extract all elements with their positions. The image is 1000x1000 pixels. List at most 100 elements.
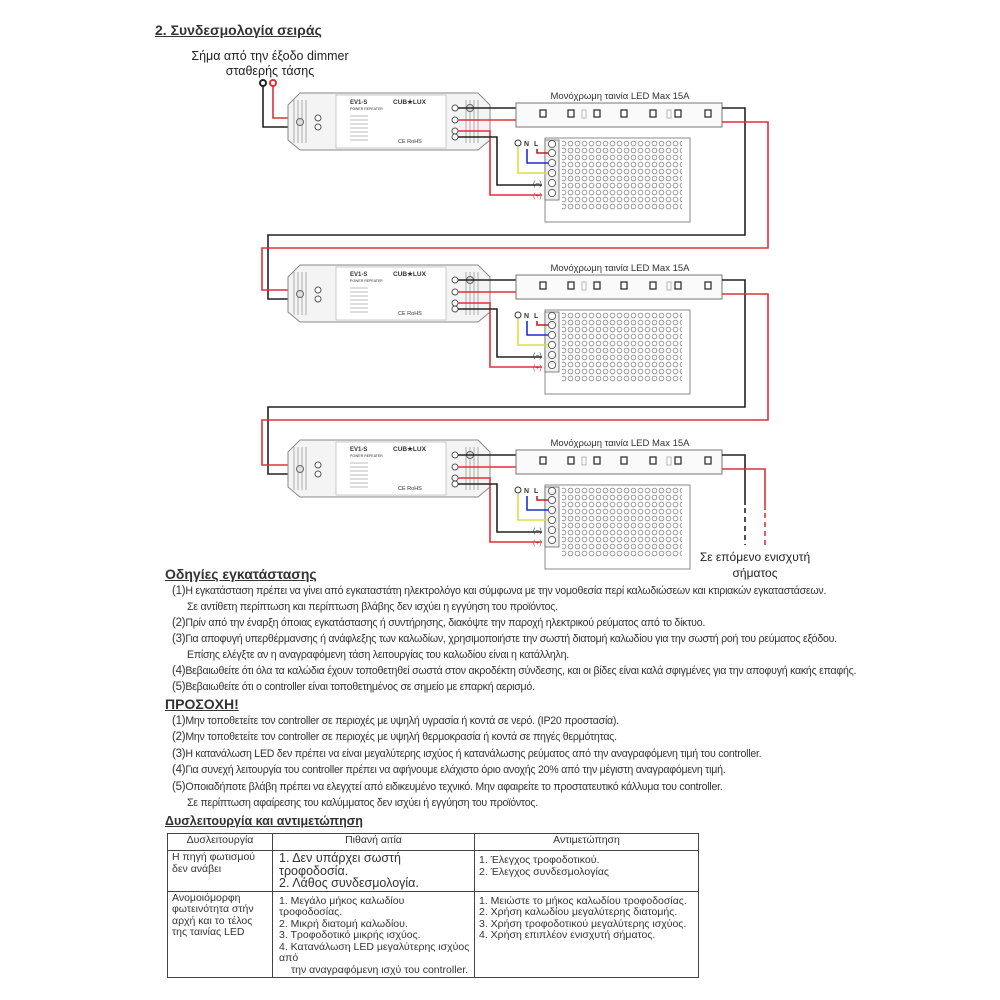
psu-terminal-screw — [547, 535, 557, 545]
device-label-panel — [335, 94, 447, 149]
remedy-item: 2. Έλεγχος συνδεσμολογίας — [479, 865, 609, 878]
strip-label: Μονόχρωμη ταινία LED Max 15A — [550, 263, 690, 274]
install-item-2: (2)Πρίν από την έναρξη όποιας εγκατάστασ… — [172, 617, 706, 629]
device-type: POWER REPEATER — [350, 454, 383, 458]
psu-terminal-screw — [547, 495, 557, 505]
caution-heading: ΠΡΟΣΟΧΗ! — [165, 696, 239, 712]
caution-item-2: (2)Μην τοποθετείτε τον controller σε περ… — [172, 731, 617, 744]
psu-terminal-screw — [547, 525, 557, 535]
psu-terminal-screw — [547, 178, 557, 188]
input-terminal — [314, 461, 322, 469]
led-chip — [674, 109, 682, 118]
mains-wire-live — [536, 496, 548, 501]
led-chip — [704, 456, 712, 465]
next-wire-black — [722, 454, 746, 505]
cert-marks: CE RoHS — [398, 486, 422, 492]
screw-icon — [296, 118, 304, 126]
led-chip — [649, 456, 657, 465]
psu-terminal-screw — [547, 515, 557, 525]
install-heading: Οδηγίες εγκατάστασης — [165, 566, 317, 582]
install-item-3-cont: Επίσης ελέγξτε αν η αναγραφόμενη τάση λε… — [187, 649, 569, 661]
psu-terminal-screw — [547, 168, 557, 178]
install-item-3: (3)Για αποφυγή υπερθέρμανσης ή ανάφλεξης… — [172, 633, 837, 645]
mains-wire-earth — [517, 319, 548, 346]
earth-icon — [514, 311, 522, 319]
led-chip — [539, 456, 547, 465]
problem-cell: Ανομοιόμορφη φωτεινότητα στήν αρχή και τ… — [167, 890, 273, 978]
next-amplifier-label-line2: σήματος — [733, 566, 778, 580]
install-item-4: (4)Βεβαιωθείτε ότι όλα τα καλώδια έχουν … — [172, 665, 857, 677]
output-terminal — [451, 451, 459, 459]
led-strip — [515, 102, 723, 128]
led-chip — [674, 456, 682, 465]
remedy-cell: 1. Μειώστε το μήκος καλωδίου τροφοδοσίας… — [474, 890, 699, 978]
install-list: (1)Η εγκατάσταση πρέπει να γίνει από εγκ… — [172, 583, 856, 695]
device-type: POWER REPEATER — [350, 107, 383, 111]
led-chip — [620, 281, 628, 290]
cause-cell: 1. Μεγάλο μήκος καλωδίου τροφοδοσίας. 2.… — [272, 890, 475, 978]
mains-wire-earth — [517, 494, 548, 521]
brand-logo: CUB★LUX — [393, 270, 427, 278]
mains-wire-earth — [517, 147, 548, 174]
resistor — [581, 456, 587, 466]
psu-label-l: L — [534, 488, 539, 495]
input-label-line2: σταθερής τάσης — [226, 64, 314, 78]
input-terminal — [314, 470, 322, 478]
next-amplifier-label-line1: Σε επόμενο ενισχυτή — [700, 550, 810, 564]
psu-wire-minus — [458, 136, 542, 186]
earth-icon — [514, 139, 522, 147]
psu-label-l: L — [534, 141, 539, 148]
led-chip — [593, 281, 601, 290]
mains-wire-neutral — [526, 496, 548, 511]
output-terminal — [451, 276, 459, 284]
output-terminal — [451, 288, 459, 296]
chain-wire-red — [261, 121, 769, 291]
psu-label-n: N — [524, 141, 529, 148]
output-terminal — [451, 299, 459, 307]
output-terminal — [451, 127, 459, 135]
problem-cell: Η πηγή φωτισμού δεν ανάβει — [167, 850, 273, 892]
remedy-item: 1. Έλεγχος τροφοδοτικού. — [479, 854, 600, 866]
psu-wire-plus — [458, 130, 542, 196]
led-strip — [515, 274, 723, 300]
psu-terminal-screw — [547, 340, 557, 350]
led-chip — [567, 281, 575, 290]
psu-wire-minus — [458, 308, 542, 358]
caution-item-1: (1)Μην τοποθετείτε τον controller σε περ… — [172, 715, 619, 727]
psu-label-n: N — [524, 488, 529, 495]
remedy-item: 3. Χρήση τροφοδοτικού μεγαλύτερης ισχύος… — [479, 917, 687, 930]
earth-icon — [514, 486, 522, 494]
psu-terminal-screw — [547, 188, 557, 198]
output-terminal — [451, 480, 459, 488]
psu-wire-plus — [458, 477, 542, 543]
psu-label-minus: (−) — [533, 181, 542, 188]
psu-label-minus: (−) — [533, 353, 542, 360]
cause-item: την αναγραφόμενη ισχύ του controller. — [291, 963, 469, 976]
psu-terminal-screw — [547, 486, 557, 496]
chain-wire-black — [267, 107, 746, 300]
header-cause: Πιθανή αιτία — [272, 833, 475, 851]
output-terminal — [451, 133, 459, 141]
troubleshooting-table: Δυσλειτουργία Πιθανή αιτία Αντιμετώπηση … — [167, 833, 699, 978]
header-problem: Δυσλειτουργία — [167, 833, 273, 851]
led-chip — [539, 281, 547, 290]
psu-terminal-screw — [547, 139, 557, 149]
input-terminal — [314, 286, 322, 294]
led-chip — [593, 456, 601, 465]
wiring-diagram: Σήμα από την έξοδο dimmer σταθερής τάσης… — [191, 49, 810, 580]
psu-label-plus: (+) — [533, 193, 542, 200]
input-terminal — [314, 295, 322, 303]
device-model: EV1-S — [350, 272, 367, 278]
brand-logo: CUB★LUX — [393, 445, 427, 453]
cause-cell: 1. Δεν υπάρχει σωστή τροφοδοσία. 2. Λάθο… — [272, 850, 475, 892]
input-terminal — [314, 114, 322, 122]
mains-wire-live — [536, 149, 548, 154]
cause-item: 1. Δεν υπάρχει σωστή τροφοδοσία. — [279, 851, 401, 878]
cause-item: 1. Μεγάλο μήκος καλωδίου τροφοδοσίας. — [279, 894, 405, 918]
cause-item: 2. Μικρή διατομή καλωδίου. — [279, 917, 408, 930]
input-terminal-black — [259, 79, 267, 87]
psu-terminal-screw — [547, 360, 557, 370]
led-chip — [567, 109, 575, 118]
input-terminal — [314, 123, 322, 131]
table-header-row: Δυσλειτουργία Πιθανή αιτία Αντιμετώπηση — [167, 833, 699, 851]
